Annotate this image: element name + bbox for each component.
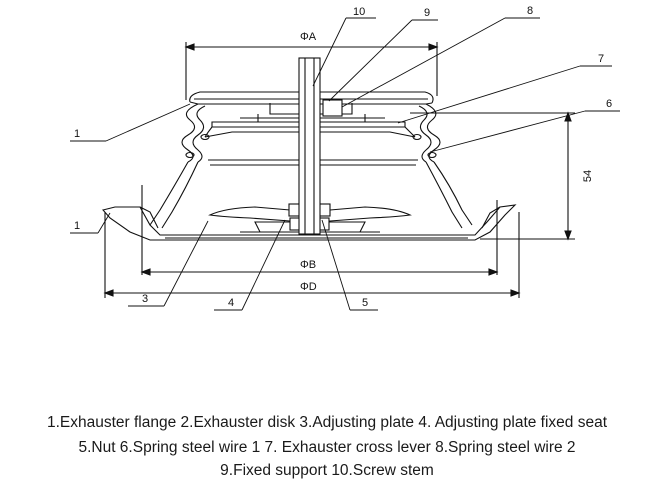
callout-4: 4 xyxy=(228,297,234,309)
bellows-left xyxy=(181,103,206,163)
dimension-phi-a-label: ΦA xyxy=(300,31,317,43)
callout-9: 9 xyxy=(424,7,430,19)
dimension-phi-d xyxy=(103,212,521,298)
exhauster-flange-base xyxy=(101,204,517,241)
callout-3: 3 xyxy=(142,293,148,305)
legend-line-2: 5.Nut 6.Spring steel wire 1 7. Exhauster… xyxy=(78,439,576,456)
callout-1-bottom: 1 xyxy=(74,220,80,232)
callout-5: 5 xyxy=(362,297,368,309)
callout-1-top: 1 xyxy=(74,128,80,140)
dimension-phi-b-label: ΦB xyxy=(300,259,316,271)
legend-line-1: 1.Exhauster flange 2.Exhauster disk 3.Ad… xyxy=(46,414,608,431)
leader-lines xyxy=(70,17,620,311)
bellows-right xyxy=(418,103,441,163)
legend-line-3: 9.Fixed support 10.Screw stem xyxy=(220,462,434,479)
screw-stem xyxy=(298,57,343,235)
exhauster-technical-drawing: 10 9 8 7 6 1 1 3 4 5 ΦA ΦB ΦD 54 xyxy=(70,5,620,311)
callout-10: 10 xyxy=(353,6,365,18)
exhauster-body xyxy=(149,159,473,229)
adjusting-plate xyxy=(208,206,412,222)
dimension-phi-b xyxy=(140,185,499,276)
dimension-phi-d-label: ΦD xyxy=(300,281,317,293)
callout-labels: 10 9 8 7 6 1 1 3 4 5 ΦA ΦB ΦD 54 xyxy=(74,5,612,309)
callout-6: 6 xyxy=(606,98,612,110)
callout-8: 8 xyxy=(527,5,533,17)
spring-wire-rings xyxy=(185,133,437,159)
dimension-height xyxy=(410,111,575,241)
dimension-phi-a xyxy=(184,42,439,100)
callout-7: 7 xyxy=(598,53,604,65)
dimension-height-label: 54 xyxy=(582,170,594,182)
